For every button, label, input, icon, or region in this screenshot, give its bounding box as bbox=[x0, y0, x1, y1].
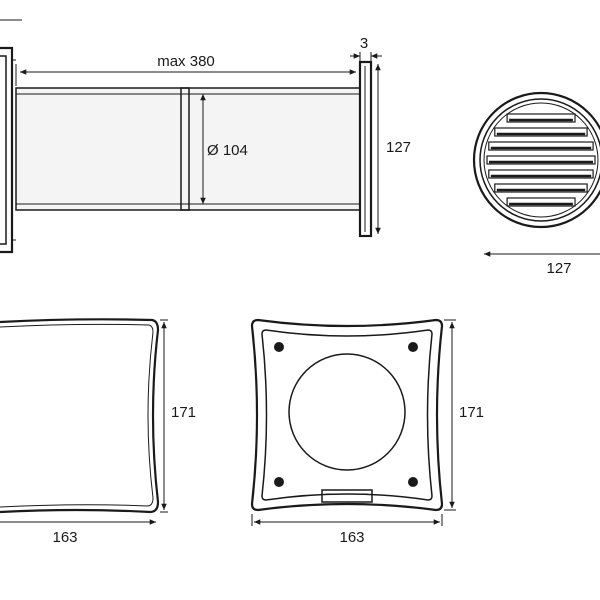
grille-slat bbox=[488, 169, 594, 179]
length-dimension: max 380 bbox=[15, 53, 361, 86]
diameter-dimension: Ø 104 bbox=[200, 94, 248, 204]
grille-slat bbox=[494, 127, 588, 137]
central-opening bbox=[288, 353, 406, 471]
grille-slat bbox=[488, 141, 594, 151]
length-label: max 380 bbox=[157, 53, 215, 70]
hood-side-height-dimension: 171 bbox=[160, 319, 196, 513]
grille-diameter-dimension: 127 bbox=[484, 251, 600, 277]
grille-slats bbox=[486, 113, 596, 207]
grille-slat bbox=[506, 113, 576, 123]
hood-side-view: 171 163 bbox=[0, 318, 196, 546]
grille-view: 127 bbox=[472, 91, 600, 277]
hood-side-height-label: 171 bbox=[171, 404, 196, 421]
hood-side-width-label: 163 bbox=[52, 529, 77, 546]
hood-front-height-label: 171 bbox=[459, 404, 484, 421]
bottom-tab bbox=[321, 489, 373, 503]
grille-diameter-label: 127 bbox=[546, 260, 571, 277]
outer-flange bbox=[358, 60, 373, 238]
hood-front-height-dimension: 171 bbox=[444, 319, 484, 511]
screw-hole-bottom-right bbox=[408, 477, 418, 487]
screw-hole-top-left bbox=[274, 342, 284, 352]
grille-slat bbox=[494, 183, 588, 193]
flange-height-label: 127 bbox=[386, 139, 411, 156]
screw-hole-bottom-left bbox=[274, 477, 284, 487]
hood-front-width-dimension: 163 bbox=[251, 514, 443, 546]
tube-body bbox=[15, 87, 361, 211]
screw-hole-top-right bbox=[408, 342, 418, 352]
hood-front-view: 171 163 bbox=[250, 318, 484, 546]
hood-side-width-dimension: 163 bbox=[0, 519, 156, 546]
flange-thickness-label: 3 bbox=[360, 35, 368, 52]
flange-height-dimension: 127 bbox=[375, 64, 411, 234]
grille-slat bbox=[486, 155, 596, 165]
hood-front-width-label: 163 bbox=[339, 529, 364, 546]
side-view: max 380 3 Ø 104 127 bbox=[0, 19, 411, 254]
diameter-label: Ø 104 bbox=[207, 142, 248, 159]
grille-slat bbox=[506, 197, 576, 207]
flange-thickness-dimension: 3 bbox=[350, 35, 382, 62]
left-hood bbox=[0, 46, 16, 254]
